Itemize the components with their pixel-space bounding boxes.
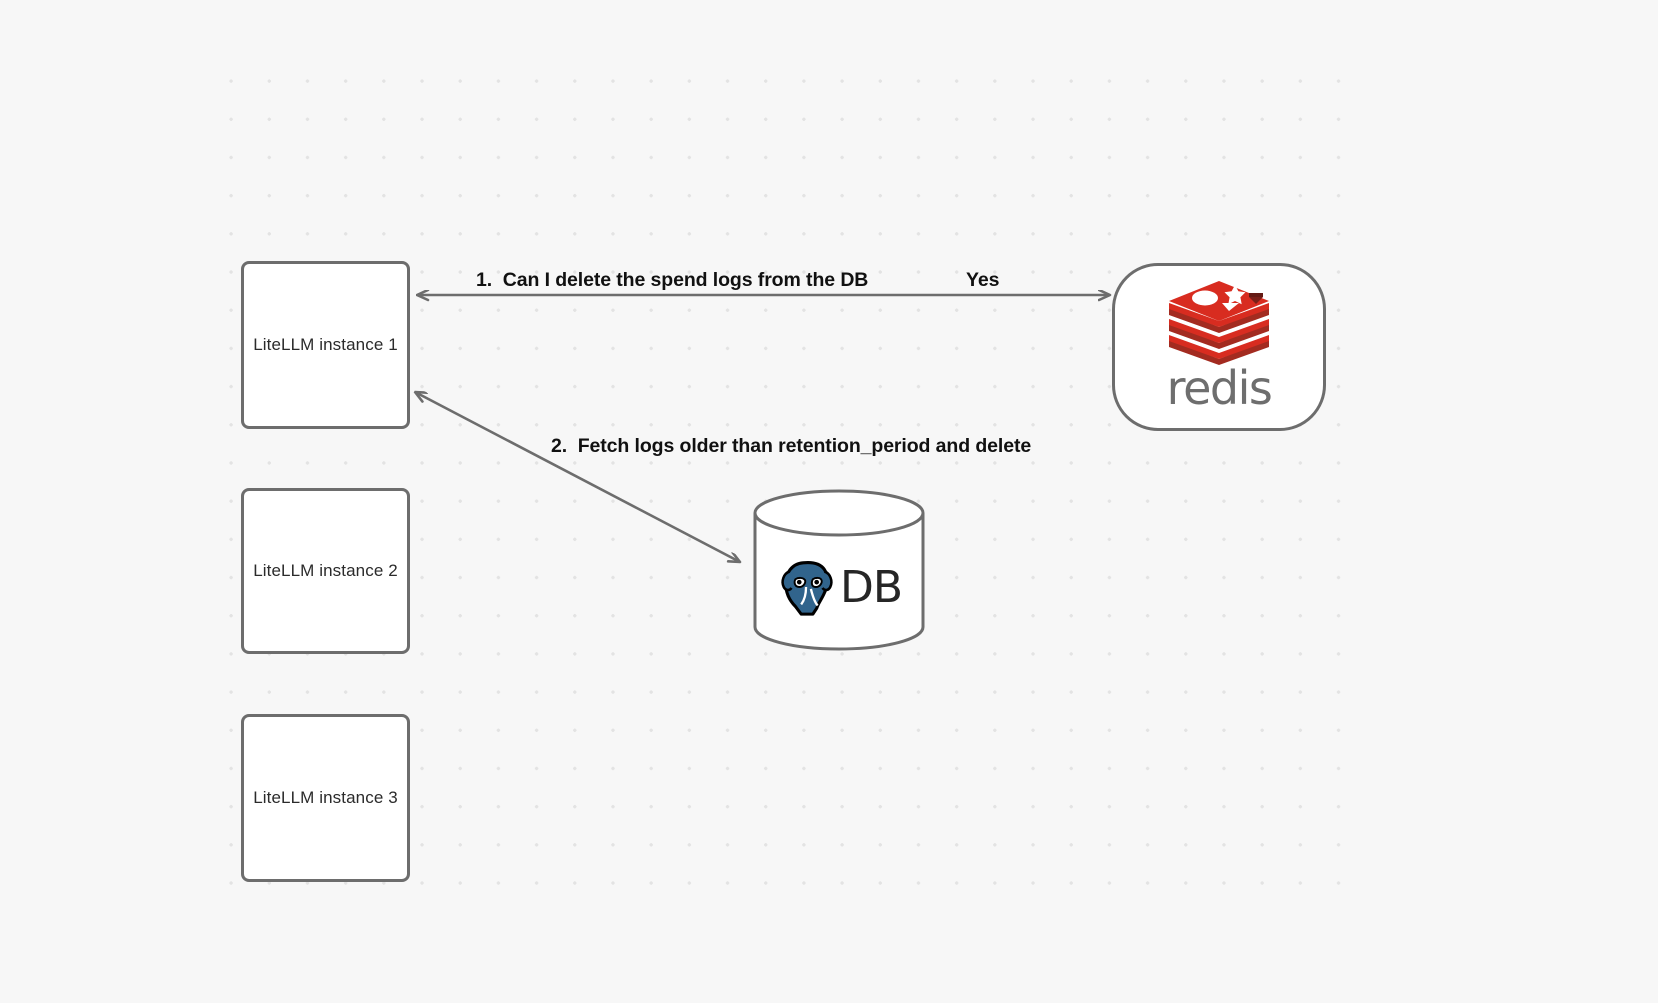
edge-label-step-2: 2. Fetch logs older than retention_perio… [551, 435, 1031, 458]
edge-step-text: Can I delete the spend logs from the DB [502, 269, 869, 291]
edge-step-number: 1. [476, 269, 493, 291]
db-cylinder-shape [753, 489, 925, 651]
edge-label-step-1-answer: Yes [966, 269, 1000, 291]
redis-logo: redis [1165, 279, 1273, 411]
node-redis[interactable]: redis [1112, 263, 1326, 431]
node-label: LiteLLM instance 2 [253, 561, 398, 580]
edge-label-step-1: 1. Can I delete the spend logs from the … [476, 269, 868, 292]
node-label: LiteLLM instance 3 [253, 788, 398, 807]
node-db[interactable]: DB [753, 491, 925, 649]
node-litellm-instance-3[interactable]: LiteLLM instance 3 [241, 714, 410, 882]
db-label: DB [839, 561, 903, 613]
edge-instance1-db [415, 392, 740, 562]
node-litellm-instance-2[interactable]: LiteLLM instance 2 [241, 488, 410, 654]
node-label: LiteLLM instance 1 [253, 335, 398, 354]
redis-stack-icon [1169, 281, 1269, 366]
edge-step-text: Fetch logs older than retention_period a… [577, 435, 1032, 457]
redis-wordmark: redis [1166, 361, 1273, 416]
edge-step-number: 2. [551, 435, 568, 457]
postgresql-elephant-icon [781, 561, 833, 616]
node-litellm-instance-1[interactable]: LiteLLM instance 1 [241, 261, 410, 429]
